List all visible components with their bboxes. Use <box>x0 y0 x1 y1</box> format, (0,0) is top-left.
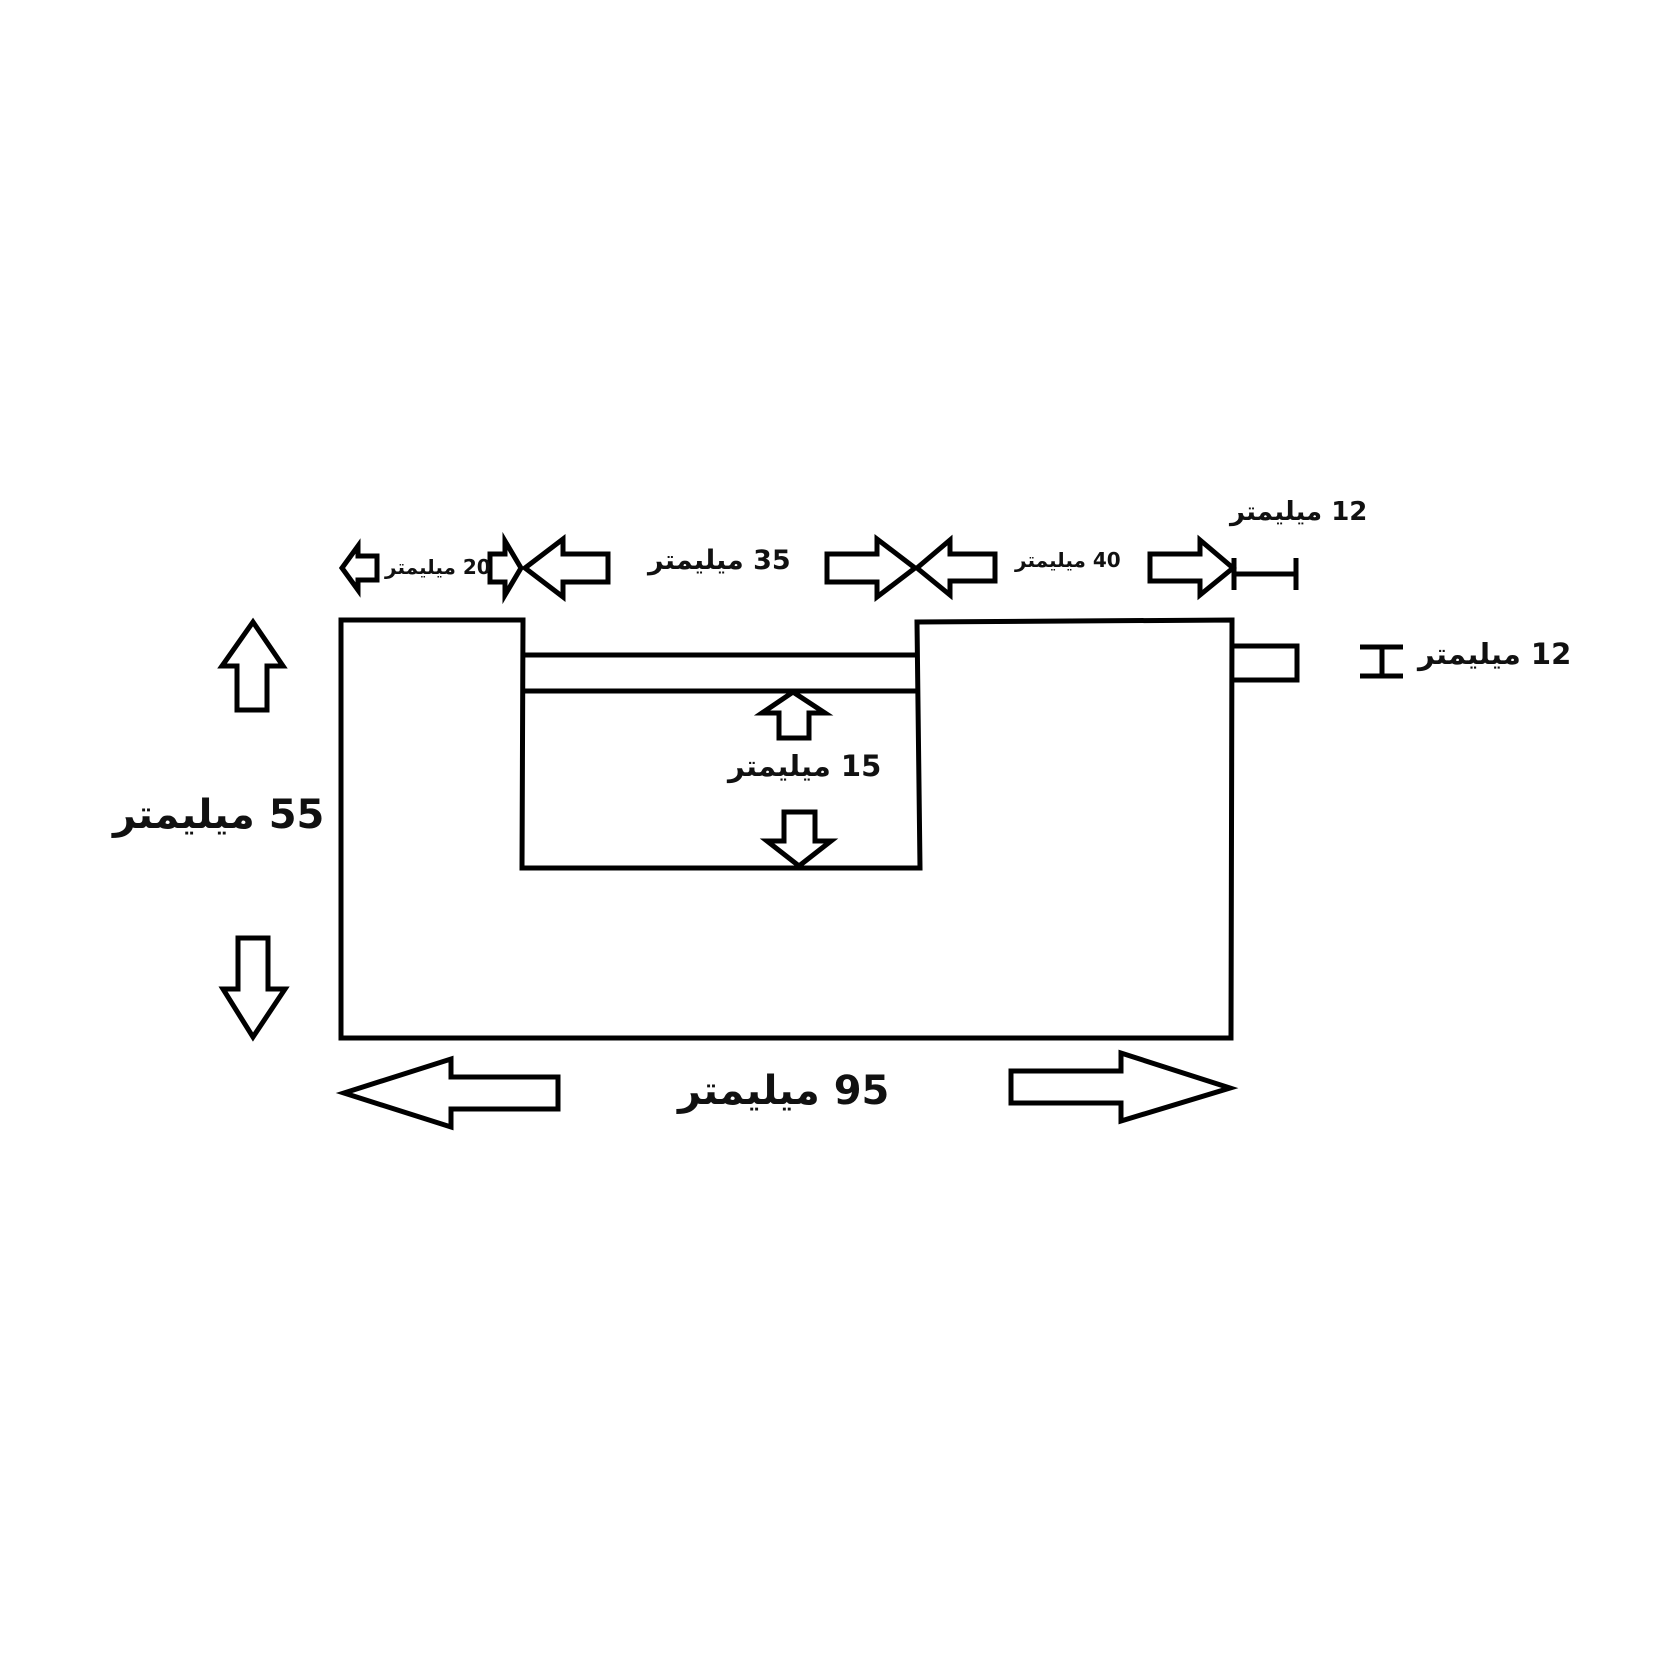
label-notch-width: 35 میلیمتر <box>648 545 791 576</box>
arrow-up-55-icon <box>217 617 288 713</box>
label-total-width: 95 میلیمتر <box>678 1068 890 1114</box>
arrow-down-55-icon <box>218 935 290 1042</box>
arrow-right-20-icon <box>487 531 524 605</box>
arrow-left-95-icon <box>335 1055 561 1131</box>
label-pin-height: 12 میلیمتر <box>1418 637 1572 671</box>
arrow-left-40-icon <box>913 534 998 601</box>
arrow-left-20-icon <box>338 538 380 598</box>
label-pin-length: 12 میلیمتر <box>1230 497 1368 527</box>
label-right-segment-width: 40 میلیمتر <box>1015 548 1121 572</box>
pin-height-marker <box>1360 644 1403 679</box>
arrow-down-15-icon <box>759 809 839 870</box>
label-left-segment-width: 20 میلیمتر <box>385 555 491 579</box>
arrow-up-15-icon <box>753 688 834 741</box>
body-outline <box>338 617 1235 1041</box>
pin-length-marker <box>1231 558 1299 590</box>
label-total-height: 55 میلیمتر <box>113 792 325 838</box>
pin-shape <box>1232 643 1300 683</box>
label-notch-depth: 15 میلیمتر <box>728 749 882 783</box>
arrow-left-35-icon <box>520 533 611 603</box>
arrow-right-35-icon <box>824 533 920 603</box>
arrow-right-95-icon <box>1008 1049 1239 1125</box>
arrow-right-40-icon <box>1147 534 1237 601</box>
